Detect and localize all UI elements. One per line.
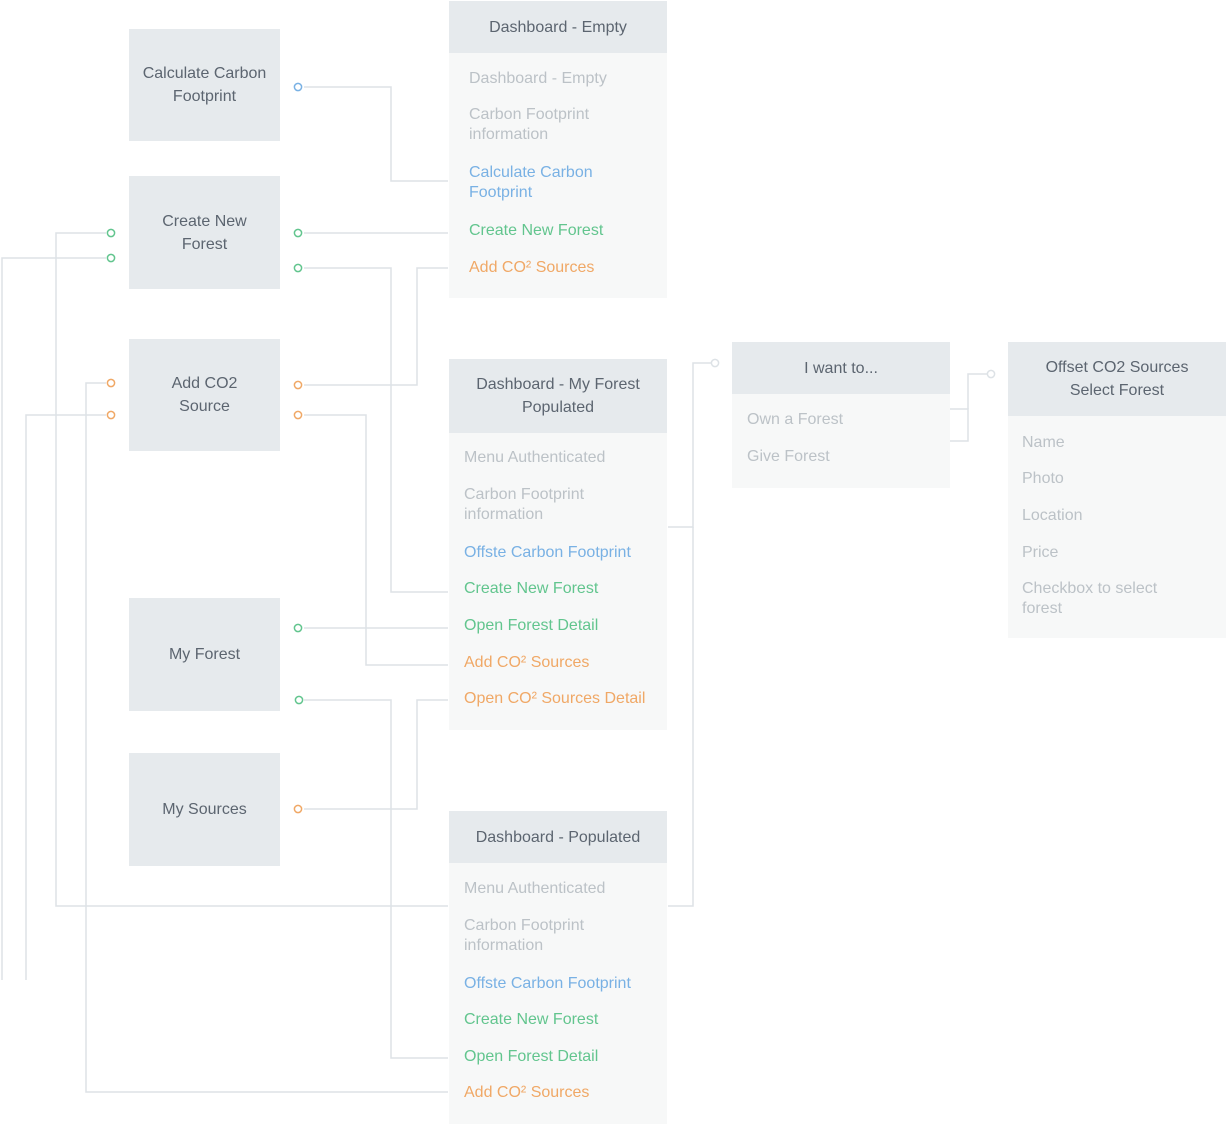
list-item: Menu Authenticated <box>464 880 606 897</box>
node-label: My Sources <box>162 801 247 818</box>
link-offset-carbon-footprint[interactable]: Offste Carbon Footprint <box>464 975 631 992</box>
link-offset-carbon-footprint[interactable]: Offste Carbon Footprint <box>464 544 631 561</box>
card-title: Dashboard - Empty <box>449 1 667 53</box>
card-offset-co2-select-forest: Offset CO2 Sources Select Forest Name Ph… <box>1008 342 1226 638</box>
card-dashboard-empty: Dashboard - Empty Dashboard - Empty Carb… <box>449 1 667 298</box>
card-title: Dashboard - My Forest Populated <box>449 359 667 433</box>
card-title: I want to... <box>732 342 950 394</box>
link-open-forest-detail[interactable]: Open Forest Detail <box>464 617 599 634</box>
node-label: Create New Forest <box>162 212 247 253</box>
wire-left-create <box>55 232 448 907</box>
node-label: Calculate Carbon Footprint <box>142 65 267 105</box>
field-photo: Photo <box>1022 470 1064 487</box>
dot-create-right-2 <box>293 263 303 273</box>
wire-myforest-populated <box>304 699 448 1059</box>
wire-left-add <box>85 382 448 1093</box>
dot-create-left-1 <box>106 228 116 238</box>
field-location: Location <box>1022 507 1083 524</box>
wire-offset-myforest <box>668 362 711 528</box>
list-item: Carbon Footprint information <box>464 917 585 954</box>
card-title: Dashboard - Populated <box>449 811 667 863</box>
link-add-co2-sources[interactable]: Add CO² Sources <box>464 1084 590 1101</box>
dot-offset-left <box>986 369 996 379</box>
wire-want-offset-2 <box>967 373 987 409</box>
dot-myforest-1 <box>293 623 303 633</box>
link-add-co2-sources[interactable]: Add CO² Sources <box>469 259 595 276</box>
dot-add-right-2 <box>293 410 303 420</box>
node-calculate-carbon-footprint[interactable]: Calculate Carbon Footprint <box>129 29 280 141</box>
wire-left-faded-2 <box>25 414 106 980</box>
card-dashboard-my-forest-populated: Dashboard - My Forest Populated Menu Aut… <box>449 359 667 730</box>
node-create-new-forest[interactable]: Create New Forest <box>129 176 280 289</box>
link-open-co2-sources-detail[interactable]: Open CO² Sources Detail <box>464 690 646 707</box>
card-i-want-to: I want to... Own a Forest Give Forest <box>732 342 950 488</box>
wire-want-offset <box>950 408 969 442</box>
card-dashboard-populated: Dashboard - Populated Menu Authenticated… <box>449 811 667 1124</box>
dot-myforest-2 <box>294 695 304 705</box>
dot-create-right-1 <box>293 228 303 238</box>
link-open-forest-detail[interactable]: Open Forest Detail <box>464 1048 599 1065</box>
list-item: Carbon Footprint information <box>464 486 585 523</box>
field-name: Name <box>1022 434 1065 451</box>
wire-add-myforest <box>304 414 448 666</box>
link-add-co2-sources[interactable]: Add CO² Sources <box>464 654 590 671</box>
link-calculate-carbon-footprint[interactable]: Calculate Carbon Footprint <box>469 164 593 201</box>
link-create-new-forest[interactable]: Create New Forest <box>464 580 599 597</box>
wire-add-empty <box>304 267 448 386</box>
link-create-new-forest[interactable]: Create New Forest <box>464 1011 599 1028</box>
list-item: Dashboard - Empty <box>469 70 607 87</box>
wire-mysources <box>304 699 448 810</box>
list-item: Carbon Footprint information <box>469 106 590 143</box>
dot-mysources <box>293 804 303 814</box>
node-add-co2-source[interactable]: Add CO2 Source <box>129 339 280 451</box>
node-label: My Forest <box>168 646 241 663</box>
card-title: Offset CO2 Sources Select Forest <box>1008 342 1226 416</box>
node-my-sources[interactable]: My Sources <box>129 753 280 866</box>
node-my-forest[interactable]: My Forest <box>129 598 280 711</box>
dot-add-left-2 <box>106 410 116 420</box>
dot-want-left <box>710 358 720 368</box>
dot-create-left-2 <box>106 253 116 263</box>
list-item: Menu Authenticated <box>464 449 606 466</box>
option-give-forest[interactable]: Give Forest <box>747 448 830 465</box>
field-checkbox-select-forest: Checkbox to select forest <box>1022 580 1158 617</box>
wire-calculate <box>304 86 448 182</box>
dot-add-left-1 <box>106 378 116 388</box>
option-own-a-forest[interactable]: Own a Forest <box>747 411 844 428</box>
wire-offset-populated <box>668 527 694 907</box>
dot-calc-right <box>293 82 303 92</box>
dot-add-right-1 <box>293 380 303 390</box>
link-create-new-forest[interactable]: Create New Forest <box>469 222 604 239</box>
field-price: Price <box>1022 544 1059 561</box>
wire-left-faded-1 <box>1 257 106 980</box>
wire-create-myforest <box>304 267 448 593</box>
node-label: Add CO2 Source <box>171 375 238 415</box>
